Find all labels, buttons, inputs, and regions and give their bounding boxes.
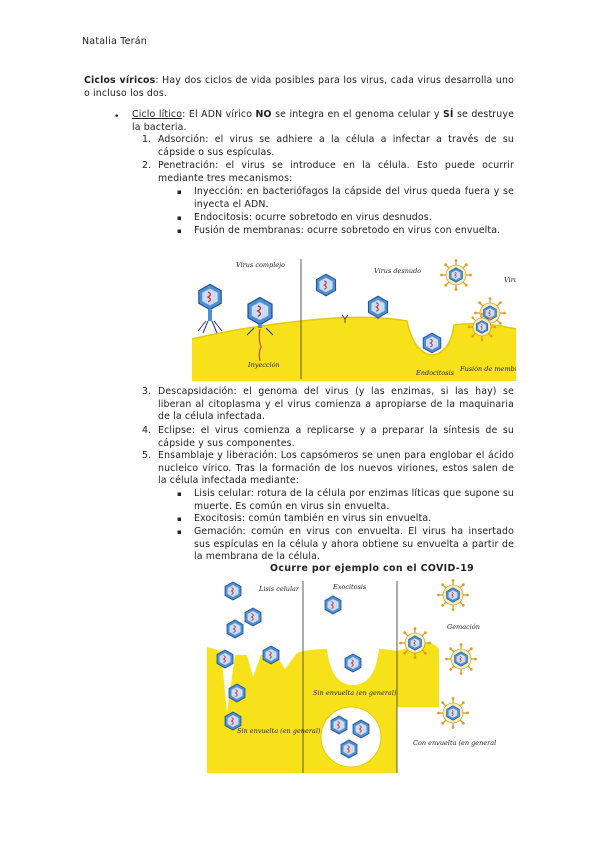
list-item: Fusión de membranas: ocurre sobretodo en…: [194, 225, 501, 236]
intro-paragraph: Ciclos víricos: Hay dos ciclos de vida p…: [84, 75, 514, 100]
square-bullet: ▪: [177, 227, 182, 235]
square-bullet: ▪: [177, 490, 182, 498]
step-text: Eclipse: el virus comienza a replicarse …: [158, 425, 514, 449]
penetration-figure: Virus complejo Virus desnudo Virus con e…: [192, 255, 516, 381]
lytic-title: Ciclo lítico: [132, 109, 183, 120]
list-item: Lisis celular: rotura de la célula por e…: [194, 488, 514, 512]
step-text: Penetración: el virus se introduce en la…: [158, 160, 514, 184]
author-name: Natalia Terán: [82, 36, 147, 47]
step-number: 4.: [142, 425, 151, 436]
label-naked-general-left: Sin envuelta (en general): [237, 727, 321, 735]
square-bullet: ▪: [177, 515, 182, 523]
list-item: Gemación: común en virus con envuelta. E…: [194, 526, 514, 563]
step-text: Adsorción: el virus se adhiere a la célu…: [158, 134, 514, 158]
step-number: 1.: [142, 134, 151, 145]
lytic-bullet: •: [114, 112, 120, 122]
lytic-text-2: se integra en el genoma celular y: [271, 109, 444, 120]
square-bullet: ▪: [177, 528, 182, 536]
label-naked-general-mid: Sin envuelta (en general): [313, 689, 397, 697]
square-bullet: ▪: [177, 188, 182, 196]
covid-note: Ocurre por ejemplo con el COVID-19: [270, 563, 475, 574]
label-budding: Gemación: [447, 623, 480, 631]
step-text: Descapsidación: el genoma del virus (y l…: [158, 386, 514, 423]
lytic-si: SÍ: [443, 109, 454, 120]
intro-title: Ciclos víricos: [84, 75, 156, 86]
step-text: Ensamblaje y liberación: Los capsómeros …: [158, 450, 514, 487]
step-number: 2.: [142, 160, 151, 171]
label-naked-virus: Virus desnudo: [374, 267, 421, 275]
label-exocytosis: Exocitosis: [332, 583, 367, 591]
lytic-text-1: : El ADN vírico: [182, 109, 256, 120]
step-number: 5.: [142, 450, 151, 461]
label-fusion: Fusión de membranas: [459, 365, 516, 373]
step-number: 3.: [142, 386, 151, 397]
lytic-paragraph: Ciclo lítico: El ADN vírico NO se integr…: [132, 109, 514, 134]
label-injection: Inyección: [247, 361, 280, 369]
lytic-no: NO: [255, 109, 272, 120]
label-lysis: Lisis celular: [258, 585, 300, 593]
list-item: Endocitosis: ocurre sobretodo en virus d…: [194, 212, 432, 223]
intro-text: : Hay dos ciclos de vida posibles para l…: [84, 75, 514, 99]
square-bullet: ▪: [177, 214, 182, 222]
list-item: Inyección: en bacteriófagos la cápside d…: [194, 186, 514, 210]
label-enveloped-virus: Virus con envuelta: [504, 276, 516, 284]
release-figure: Lisis celular Exocitosis Gemación Sin en…: [207, 577, 496, 773]
lytic-text-3: se destruye la bacteria.: [132, 109, 514, 133]
label-complex-virus: Virus complejo: [236, 261, 285, 269]
list-item: Exocitosis: común también en virus sin e…: [194, 513, 432, 524]
label-endocytosis: Endocitosis: [415, 369, 455, 377]
label-enveloped-general: Con envuelta (en general): [413, 739, 496, 747]
